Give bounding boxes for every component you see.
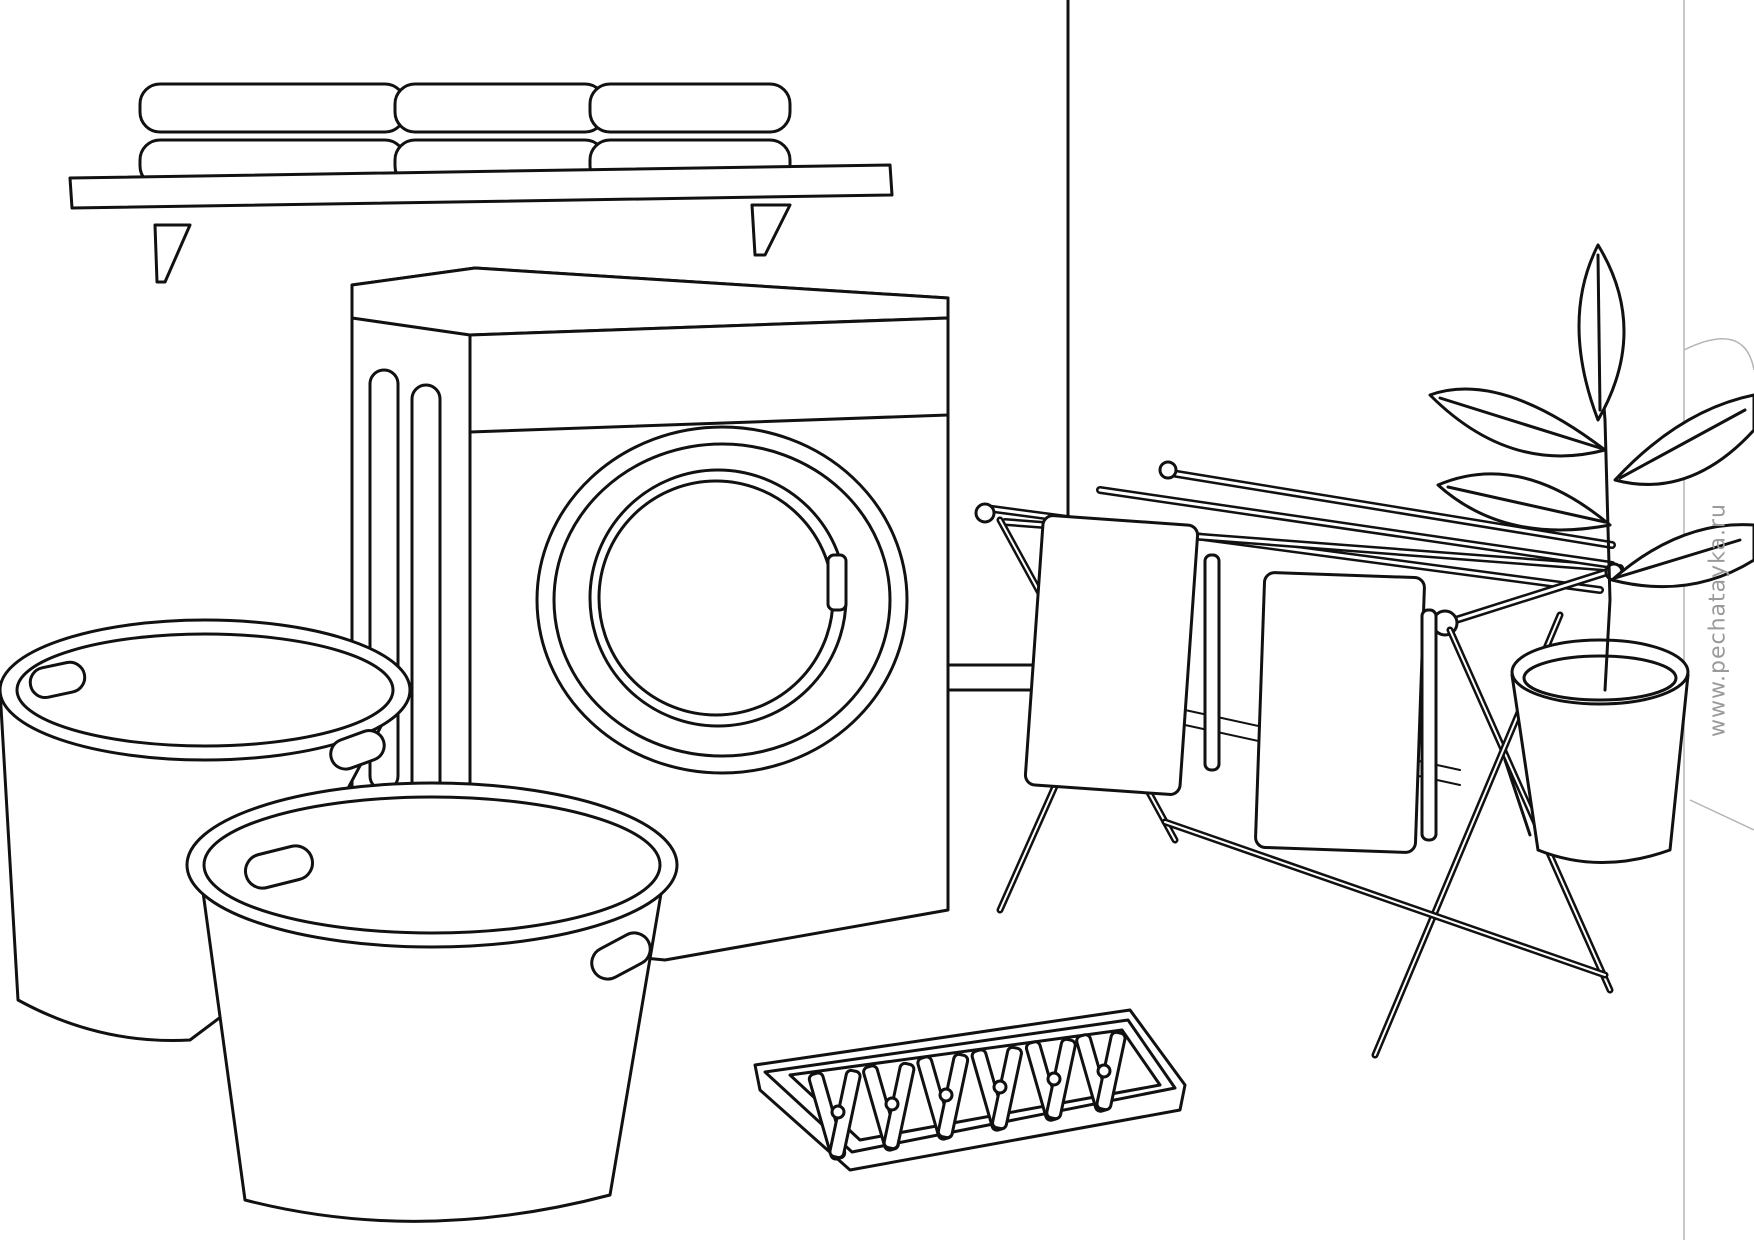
- clothespin: [970, 1045, 1023, 1132]
- door-handle: [826, 553, 848, 612]
- plant-leaf: [1436, 472, 1612, 532]
- shelf-board: [68, 163, 894, 210]
- hanging-towel: [1254, 571, 1426, 854]
- folded-towel: [588, 82, 792, 134]
- clothespin: [1024, 1037, 1077, 1122]
- clothespin: [862, 1061, 916, 1152]
- site-watermark: www.pechatayka.ru: [1705, 503, 1731, 737]
- potted-plant: [1428, 243, 1754, 864]
- hanging-towel-edge: [1420, 608, 1438, 842]
- clothespin: [807, 1068, 862, 1161]
- wall-shelf: [68, 82, 894, 284]
- clothespin-tray: [753, 1008, 1187, 1172]
- shelf-bracket: [750, 203, 792, 257]
- folded-towel: [393, 82, 607, 134]
- clothespin: [916, 1052, 970, 1141]
- hanging-towel-edge: [1203, 553, 1221, 772]
- laundry-basket-front: [185, 781, 679, 1223]
- folded-towel: [138, 82, 407, 134]
- plant-leaf: [1577, 243, 1626, 422]
- hanging-towel: [1023, 514, 1200, 796]
- plant-leaf: [1610, 523, 1754, 589]
- clothespin: [1075, 1030, 1127, 1113]
- drying-rack: [974, 460, 1624, 1059]
- shelf-bracket: [153, 223, 192, 284]
